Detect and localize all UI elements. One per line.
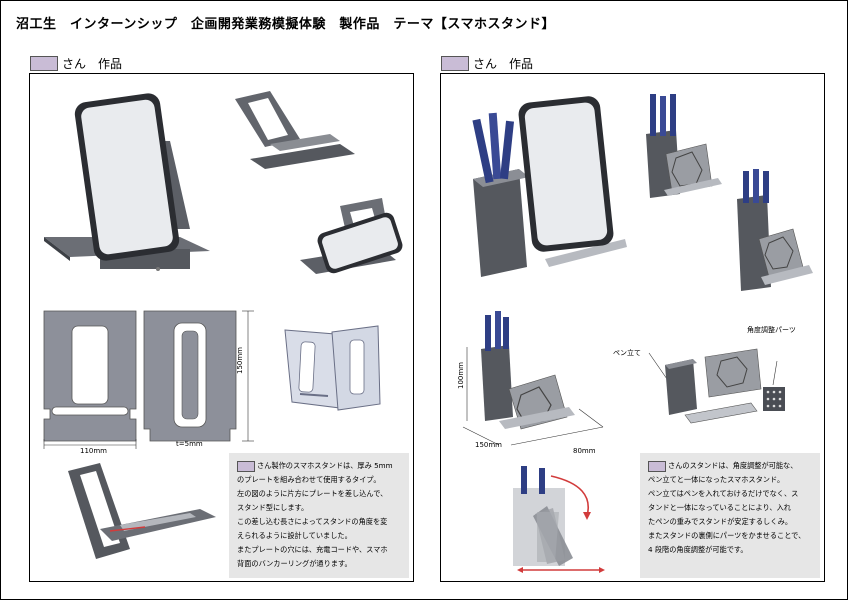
left-desc-line-6: またプレートの穴には、充電コードや、スマホ bbox=[237, 545, 388, 554]
right-angle-motion-render bbox=[513, 466, 605, 573]
right-desc-line-5: またスタンドの裏側にパーツをかませることで、 bbox=[648, 531, 806, 540]
right-section-header: さん 作品 bbox=[441, 55, 533, 72]
left-desc-line-1: のプレートを組み合わせて使用するタイプ。 bbox=[237, 475, 381, 484]
left-header-label: さん 作品 bbox=[62, 57, 123, 71]
left-desc-line-0: さん製作のスマホスタンドは、厚み 5mm bbox=[257, 461, 393, 470]
left-section-header: さん 作品 bbox=[30, 55, 122, 72]
page-title: 沼工生 インターンシップ 企画開発業務模擬体験 製作品 テーマ【スマホスタンド】 bbox=[16, 17, 555, 32]
left-height-dimension bbox=[242, 310, 254, 442]
left-width-dimension bbox=[43, 439, 137, 449]
left-angled-stand-render bbox=[68, 463, 216, 559]
left-thickness-label: t=5mm bbox=[176, 440, 203, 448]
left-plate-b-drawing bbox=[143, 310, 237, 442]
right-dimensioned-render bbox=[462, 311, 604, 446]
right-back-view-render bbox=[646, 94, 722, 198]
right-desc-swatch bbox=[648, 460, 666, 472]
left-folded-stand-render bbox=[235, 91, 355, 169]
right-desc-line-0: さんのスタンドは、角度調整が可能な、 bbox=[668, 461, 798, 470]
left-phone-stand-render bbox=[44, 93, 210, 271]
left-desc-swatch bbox=[237, 460, 255, 472]
left-panel: 110mm 150mm t=5mm さん製作のスマホスタンドは、厚み 5mm の… bbox=[29, 73, 414, 582]
left-desc-line-4: この差し込む長さによってスタンドの角度を変 bbox=[237, 517, 388, 526]
right-height-label: 100mm bbox=[457, 362, 465, 389]
right-depth-label: 80mm bbox=[573, 447, 596, 455]
pen-holder-callout: ペン立て bbox=[613, 349, 641, 357]
right-panel: 100mm 150mm 80mm ペン立て 角度調整パーツ さんのスタンドは、角… bbox=[440, 73, 825, 582]
angle-part-callout: 角度調整パーツ bbox=[747, 326, 796, 334]
left-height-label: 150mm bbox=[236, 347, 244, 374]
right-desc-line-6: 4 段階の角度調整が可能です。 bbox=[648, 545, 748, 554]
left-desc-line-7: 背面のバンカーリングが通ります。 bbox=[237, 559, 352, 568]
right-desc-line-4: たペンの重みでスタンドが安定するしくみ。 bbox=[648, 517, 793, 526]
left-plate-a-drawing bbox=[43, 310, 137, 442]
right-desc-line-3: タンドと一体になっていることにより、入れ bbox=[648, 503, 791, 512]
left-desc-line-5: えられるように設計していました。 bbox=[237, 531, 352, 540]
left-desc-line-3: スタンド型にします。 bbox=[237, 503, 309, 512]
left-description-box: さん製作のスマホスタンドは、厚み 5mm のプレートを組み合わせて使用するタイプ… bbox=[229, 453, 409, 578]
right-description-box: さんのスタンドは、角度調整が可能な、 ペン立てと一体になったスマホスタンド。 ペ… bbox=[640, 453, 820, 578]
left-width-label: 110mm bbox=[80, 447, 107, 455]
right-back-view-2-render bbox=[737, 169, 813, 291]
left-translucent-plates-render bbox=[284, 325, 381, 411]
left-desc-line-2: 左の図のように片方にプレートを差し込んで、 bbox=[237, 489, 388, 498]
right-penholder-phone-render bbox=[472, 96, 627, 277]
left-name-swatch bbox=[30, 56, 58, 71]
left-landscape-stand-render bbox=[300, 198, 403, 274]
right-desc-line-1: ペン立てと一体になったスマホスタンド。 bbox=[648, 475, 785, 484]
right-width-label: 150mm bbox=[475, 441, 502, 449]
right-name-swatch bbox=[441, 56, 469, 71]
right-desc-line-2: ペン立てはペンを入れておけるだけでなく、ス bbox=[648, 489, 799, 498]
right-header-label: さん 作品 bbox=[473, 57, 534, 71]
right-exploded-parts-render bbox=[648, 348, 785, 424]
